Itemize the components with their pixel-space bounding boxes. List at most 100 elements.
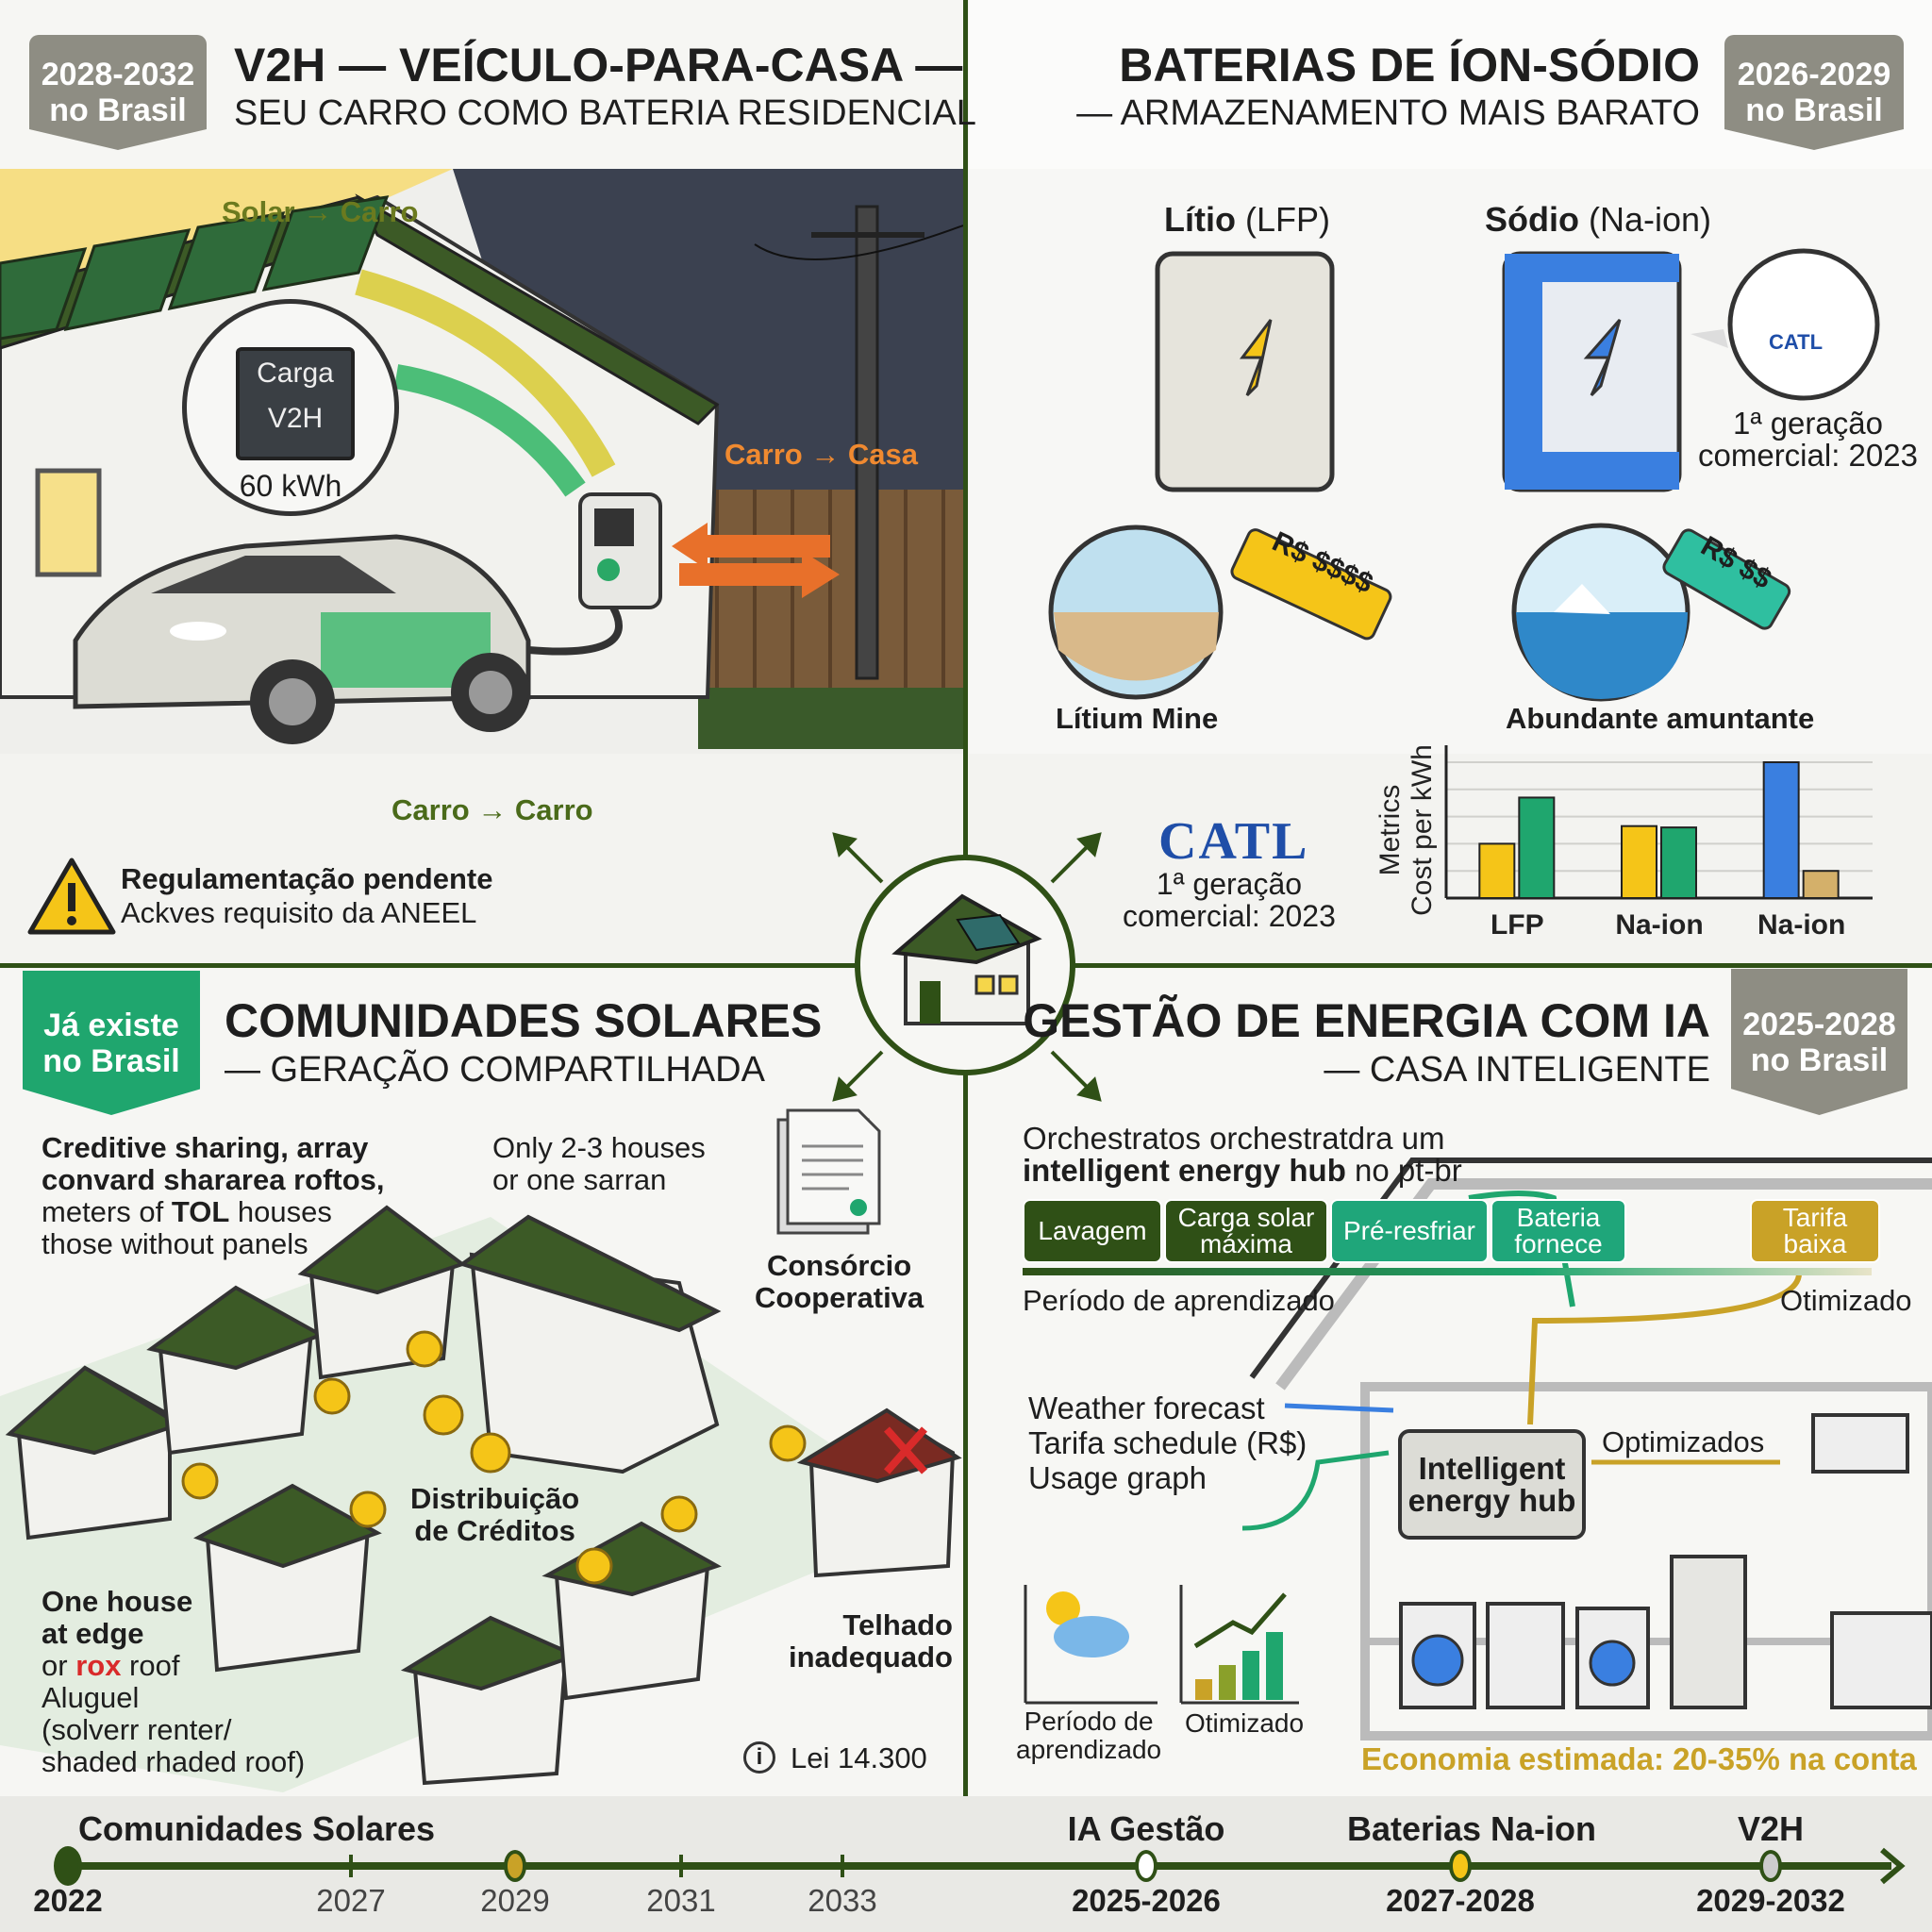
mini-learning-line: aprendizado [1016,1735,1162,1764]
warning-triangle-icon [27,858,116,935]
bad-roof-line: Telhado [842,1608,953,1641]
timeline-line [57,1862,1891,1870]
v2h-subtitle: SEU CARRO COMO BATERIA RESIDENCIAL [234,93,976,133]
ai-title: GESTÃO DE ENERGIA COM IA [1023,994,1710,1047]
lithium-price-tag [1230,528,1392,641]
timeline-milestone-dot [1135,1850,1158,1882]
timeline-tick [679,1855,683,1877]
timeline-year-label: 2033 [808,1883,877,1918]
bar [1802,870,1840,899]
desc-line: those without panels [42,1227,308,1260]
intro-text: no pt-br [1345,1153,1462,1188]
x-tick-label: Na-ion [1757,909,1845,941]
edge-line: or rox roof [42,1650,305,1682]
hub-arrows [832,832,1102,1102]
bar [1660,826,1697,899]
v2h-title: V2H — VEÍCULO-PARA-CASA — [234,39,963,92]
bar [1762,761,1800,899]
document-icon [776,1108,881,1235]
timeline-year-label: 2027 [316,1883,386,1918]
timeline-year-label: 2027-2028 [1386,1883,1535,1918]
edge-text: roof [121,1649,180,1682]
input-usage: Usage graph [1028,1460,1207,1495]
edge-text: or [42,1649,76,1682]
timeline-tick [841,1855,844,1877]
charger-screen: Carga V2H [236,347,355,460]
badge-years: 2025-2028 [1742,1006,1896,1042]
optimized-label: Otimizado [1780,1284,1912,1317]
catl-note-line: comercial: 2023 [1123,899,1336,933]
intro-bold: intelligent energy hub [1023,1153,1346,1188]
edge-line: One house [42,1585,193,1618]
badge-region: no Brasil [49,92,187,128]
timeline-milestone-label: IA Gestão [1067,1809,1225,1848]
first-gen-line: 1ª geração [1732,406,1883,441]
bar [1478,842,1516,899]
warning-title: Regulamentação pendente [121,862,493,895]
desc-text: meters of [42,1195,172,1228]
catl-note-line: 1ª geração [1156,867,1303,901]
edge-line: Aluguel [42,1681,140,1714]
savings-label: Economia estimada: 20-35% na conta [1361,1741,1917,1776]
mini-optimized-label: Otimizado [1185,1708,1305,1738]
timeline-tick [349,1855,353,1877]
charger-screen-line: Carga [257,358,334,389]
ai-intro: Orchestratos orchestratdra um intelligen… [1023,1123,1462,1187]
sodium-source-label: Abundante amuntante [1506,702,1815,735]
note-line: or one sarran [492,1163,667,1196]
info-icon[interactable]: i [743,1741,775,1774]
bar [1518,796,1556,899]
sharing-description: Creditive sharing, array convard sharare… [42,1132,385,1260]
hub-inputs: Weather forecast Tarifa schedule (R$) Us… [1028,1391,1307,1495]
schedule-timeline-bar [1023,1268,1872,1275]
lithium-label: Lítio (LFP) [1164,203,1330,237]
desc-text: houses [229,1195,332,1228]
usage-graph-icon [1195,1632,1283,1700]
x-tick-label: LFP [1491,909,1544,941]
desc-line: convard shararea roftos, [42,1163,385,1196]
timeline-year-label: 2029 [480,1883,550,1918]
timeline-milestone-label: V2H [1737,1809,1805,1848]
weather-icon [1046,1591,1129,1657]
timeline-milestone-label: Comunidades Solares [77,1809,436,1848]
x-tick-label: Na-ion [1615,909,1703,941]
catl-logo: CATL [1158,812,1309,871]
microwave-icon [1811,1413,1909,1474]
communities-title: COMUNIDADES SOLARES [225,994,823,1047]
edge-red: rox [75,1649,122,1682]
timeline-milestone-dot [54,1846,82,1886]
sodium-price-tag [1662,528,1791,630]
smart-home-illustration [1024,1158,1932,1740]
intro-line: Orchestratos orchestratdra um [1023,1121,1445,1156]
charger-screen-line: V2H [267,403,324,434]
law-label: Lei 14.300 [791,1741,927,1774]
lithium-source-label: Lítium Mine [1056,702,1219,735]
factory-logo-text: CATL [1769,330,1824,354]
consortium-line: Cooperativa [755,1281,924,1314]
hub-line: Intelligent [1418,1450,1566,1486]
battery-comparison-illustration [969,169,1932,754]
bar [1621,824,1657,899]
learning-period-label: Período de aprendizado [1023,1284,1335,1317]
desc-bold: TOL [171,1195,230,1228]
note-line: Only 2-3 houses [492,1131,706,1164]
badge-status: Já existe [43,1007,179,1043]
mini-learning-line: Período de [1024,1707,1154,1736]
first-gen-line: comercial: 2023 [1698,438,1918,473]
warning-text: Ackves requisito da ANEEL [121,896,477,929]
community-houses-illustration [0,1205,962,1792]
edge-line: (solverr renter/ [42,1713,232,1746]
edge-line: shaded rhaded roof) [42,1745,306,1778]
badge-region: no Brasil [1750,1041,1889,1078]
timeline-year-label: 2031 [646,1883,716,1918]
timeline-milestone-dot [1449,1850,1472,1882]
center-hub-circle [855,855,1075,1075]
badge-years: 2026-2029 [1737,57,1891,92]
schedule-pill-pre-resfriar: Pré-resfriar [1330,1199,1489,1263]
